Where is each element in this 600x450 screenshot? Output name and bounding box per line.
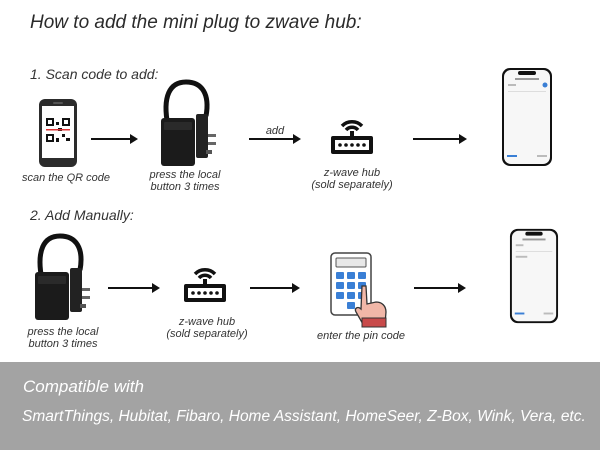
compatibility-footer — [0, 362, 600, 450]
zwave-hub-icon — [182, 260, 228, 309]
hub-caption-2: z-wave hub (sold separately) — [152, 316, 262, 340]
scan-qr-caption: scan the QR code — [21, 172, 111, 184]
hub-caption-2-line2: (sold separately) — [166, 328, 248, 340]
plug-caption-1: press the local button 3 times — [135, 169, 235, 193]
plug-caption-1-line2: button 3 times — [150, 181, 220, 193]
hub-caption-1-line1: z-wave hub — [323, 167, 381, 179]
arrow — [250, 283, 300, 293]
hub-caption-1-line2: (sold separately) — [311, 179, 393, 191]
plug-caption-1-line1: press the local — [149, 169, 221, 181]
hub-caption-2-line1: z-wave hub — [178, 316, 236, 328]
outdoor-plug-icon — [158, 76, 220, 173]
compatible-heading: Compatible with — [23, 377, 144, 396]
step2-label: 2. Add Manually: — [30, 207, 134, 223]
arrow — [108, 283, 160, 293]
arrow — [413, 134, 467, 144]
arrow — [91, 134, 138, 144]
arrow — [249, 134, 301, 144]
outdoor-plug-icon — [32, 230, 94, 327]
smartphone-app-icon — [501, 67, 553, 172]
plug-caption-2: press the local button 3 times — [13, 326, 113, 350]
arrow — [414, 283, 466, 293]
step1-label: 1. Scan code to add: — [30, 66, 159, 82]
compatible-brands: SmartThings, Hubitat, Fibaro, Home Assis… — [22, 408, 586, 425]
plug-caption-2-line1: press the local — [27, 326, 99, 338]
page-title: How to add the mini plug to zwave hub: — [30, 12, 362, 33]
add-label: add — [265, 125, 285, 137]
hub-caption-1: z-wave hub (sold separately) — [297, 167, 407, 191]
phone-qr-icon — [38, 98, 78, 173]
smartphone-app-icon — [509, 226, 559, 331]
plug-caption-2-line2: button 3 times — [28, 338, 98, 350]
pin-code-caption: enter the pin code — [316, 330, 406, 342]
pin-keypad-icon — [330, 252, 390, 333]
zwave-hub-icon — [329, 112, 375, 161]
